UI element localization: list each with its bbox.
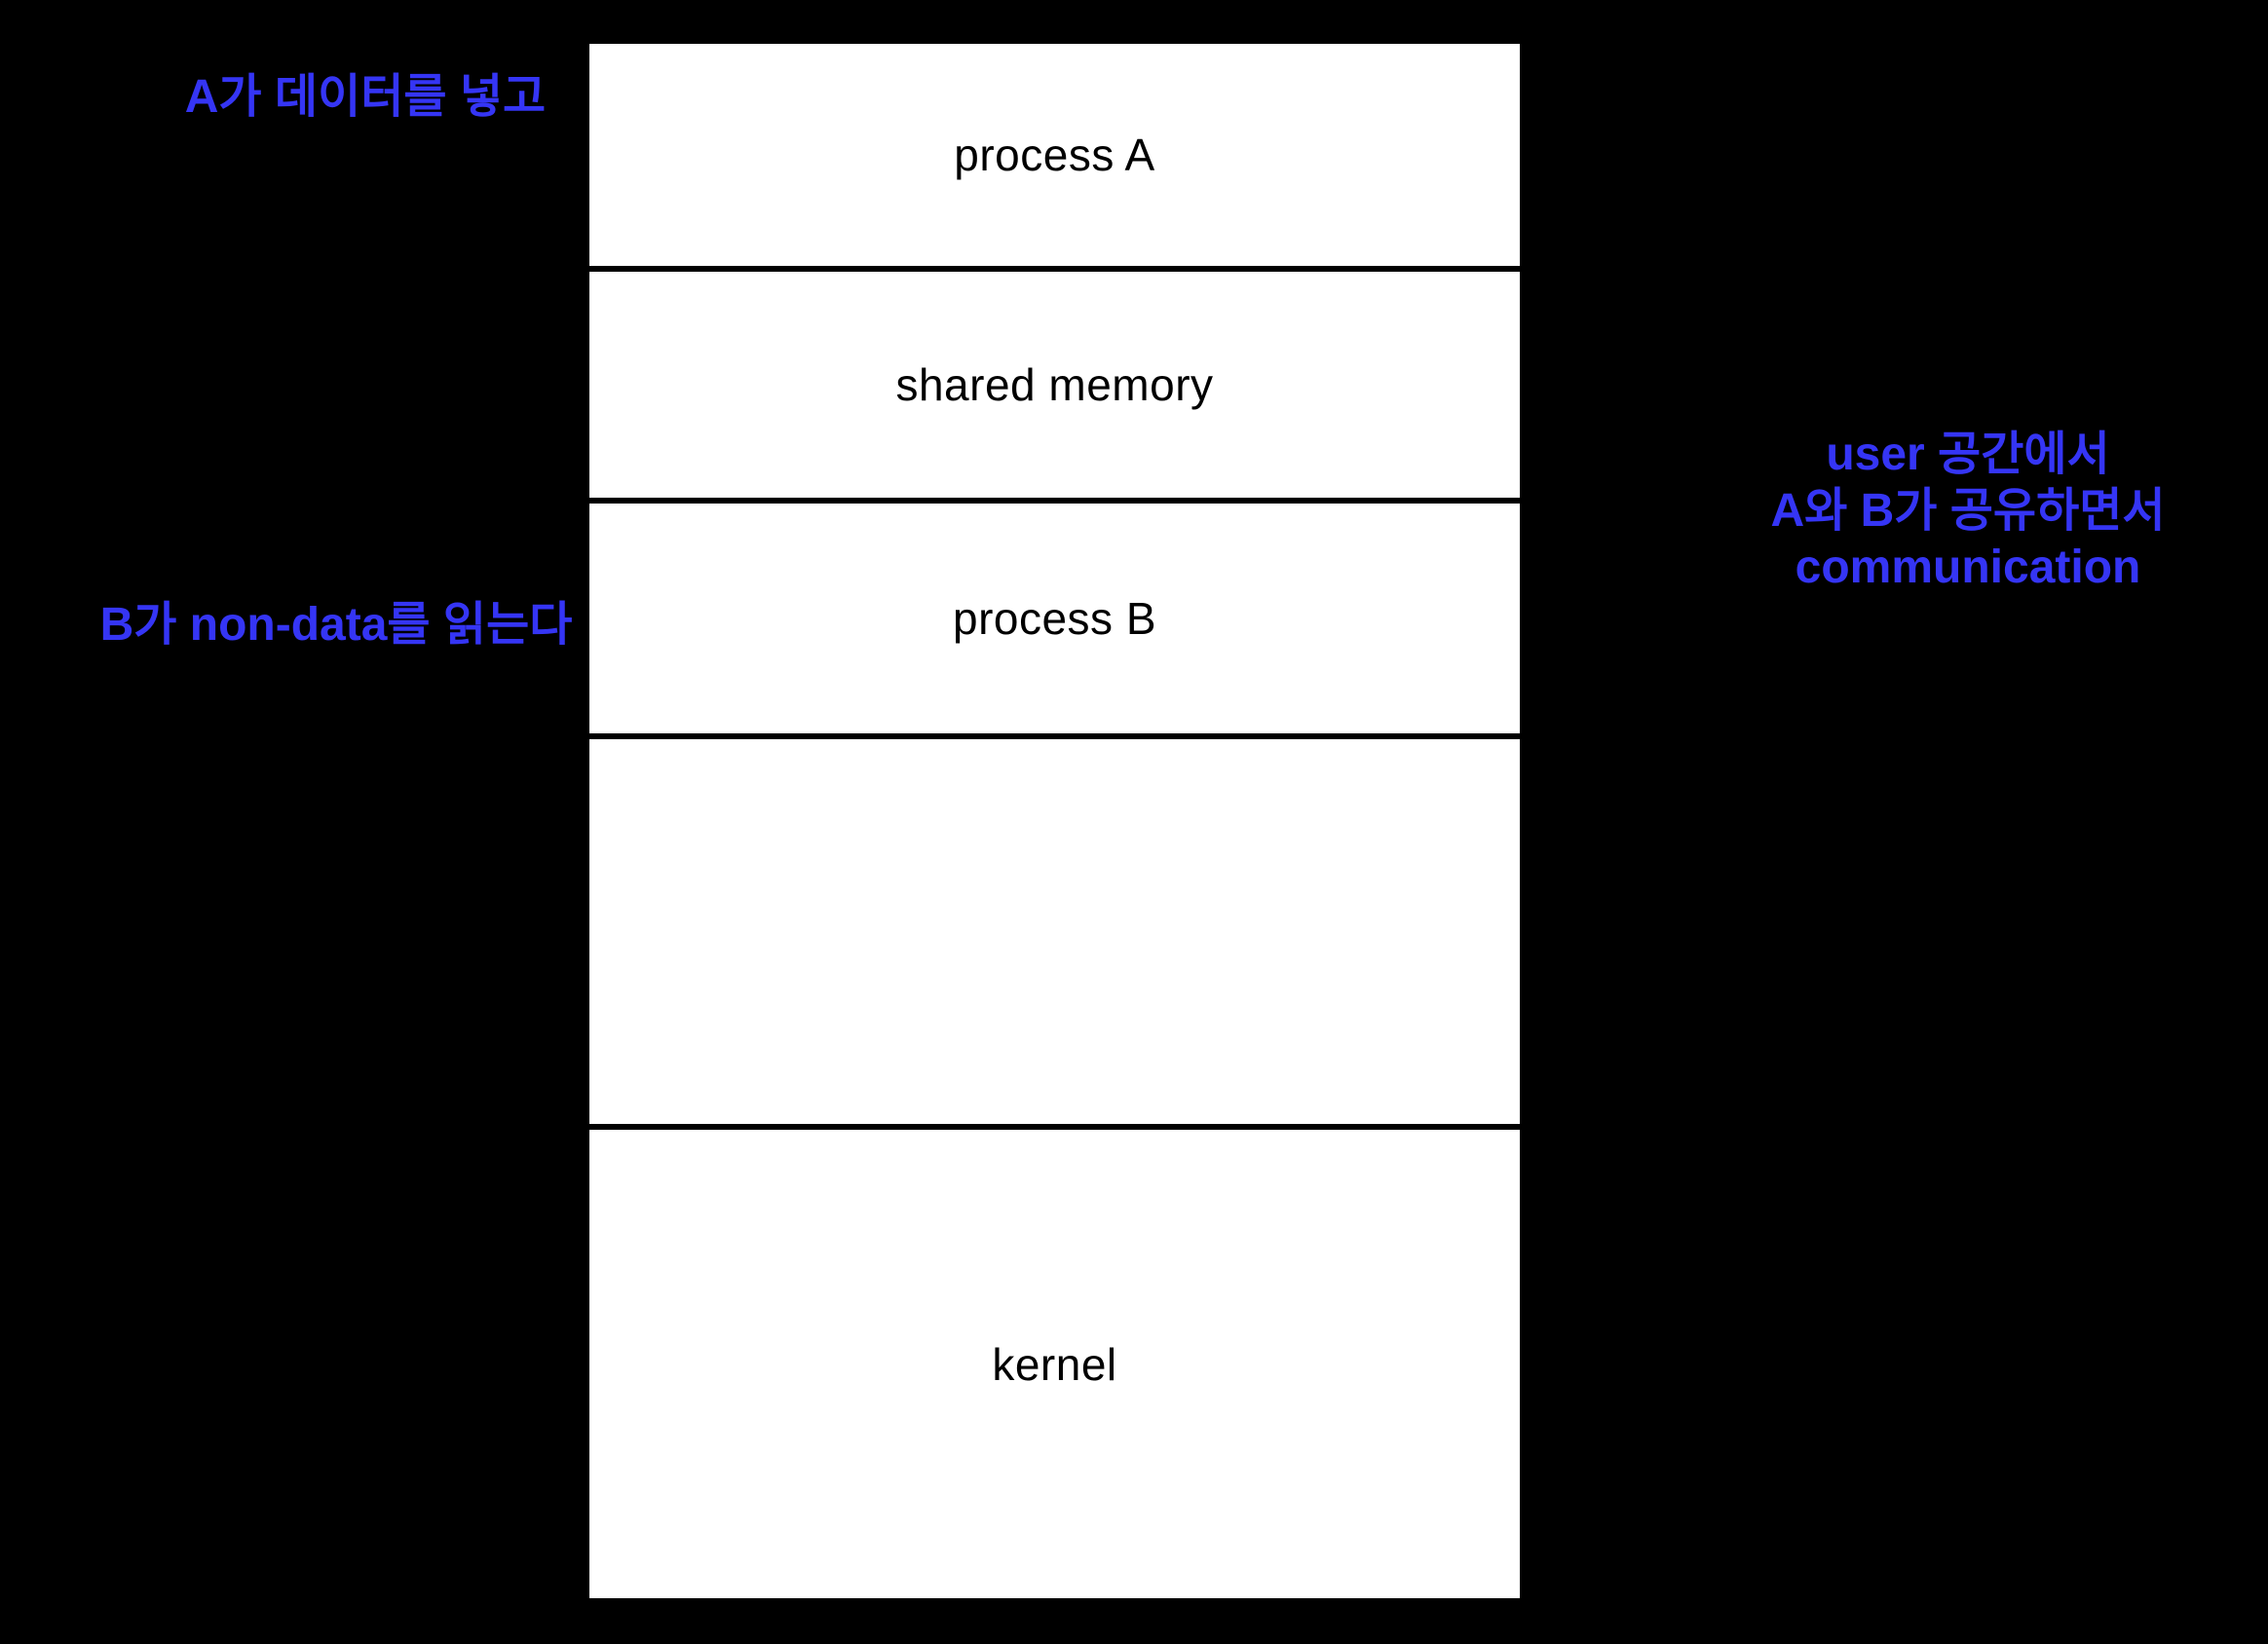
process-a-label: process A bbox=[954, 130, 1155, 180]
box-process-b: process B bbox=[589, 504, 1520, 733]
kernel-label: kernel bbox=[992, 1338, 1117, 1390]
box-shared-memory: shared memory bbox=[589, 272, 1520, 498]
annotation-b-reads-data: B가 non-data를 읽는다 bbox=[99, 599, 573, 651]
annotation-line-user-space: user 공간에서 bbox=[1826, 429, 2110, 480]
box-kernel: kernel bbox=[589, 1130, 1520, 1598]
annotation-line-communication: communication bbox=[1795, 542, 2141, 593]
box-process-a: process A bbox=[589, 44, 1520, 266]
shared-memory-label: shared memory bbox=[895, 359, 1214, 410]
annotation-user-space-communication: user 공간에서 A와 B가 공유하면서 communication bbox=[1744, 427, 2192, 596]
box-empty-region bbox=[589, 739, 1520, 1124]
annotation-a-puts-data: A가 데이터를 넣고 bbox=[184, 71, 547, 123]
process-b-label: process B bbox=[952, 593, 1157, 644]
annotation-line-a-b-sharing: A와 B가 공유하면서 bbox=[1770, 485, 2166, 537]
memory-layout-stack: process A shared memory process B kernel bbox=[589, 44, 1520, 1598]
